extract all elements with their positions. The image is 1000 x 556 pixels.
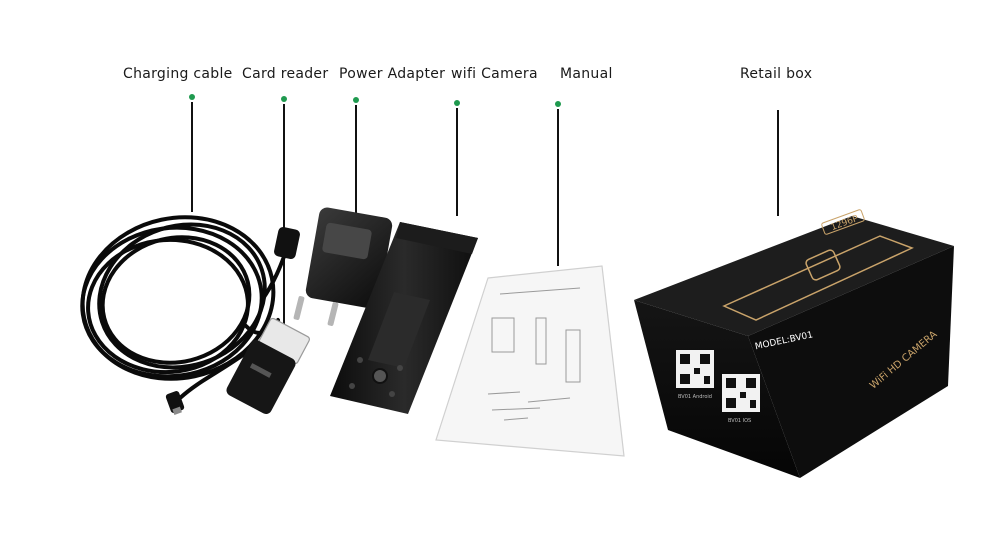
qr-code-right xyxy=(722,374,760,412)
qr-left-caption: BV01 Android xyxy=(678,394,712,400)
charging-cable xyxy=(80,215,290,400)
label-wifi-camera: wifi Camera xyxy=(451,66,538,82)
power-adapter xyxy=(293,207,393,326)
label-retail-box: Retail box xyxy=(740,66,813,82)
qr-code-left xyxy=(676,350,714,388)
wifi-camera xyxy=(330,222,478,414)
label-card-reader: Card reader xyxy=(242,66,329,82)
callout-card-reader xyxy=(281,96,287,325)
label-manual: Manual xyxy=(560,66,613,82)
qr-right-caption: BV01 IOS xyxy=(728,418,751,424)
manual xyxy=(435,265,625,457)
label-charging-cable: Charging cable xyxy=(123,66,233,82)
card-reader xyxy=(226,317,311,414)
callout-manual xyxy=(555,101,561,266)
label-power-adapter: Power Adapter xyxy=(339,66,446,82)
retail-box: 1296P MODEL:BV01 WiFi HD CAMERA BV01 And… xyxy=(634,209,954,478)
cable-usb-plug xyxy=(274,226,300,260)
callout-wifi-camera xyxy=(454,100,460,216)
callout-charging-cable xyxy=(189,94,195,212)
callout-power-adapter xyxy=(353,97,359,213)
